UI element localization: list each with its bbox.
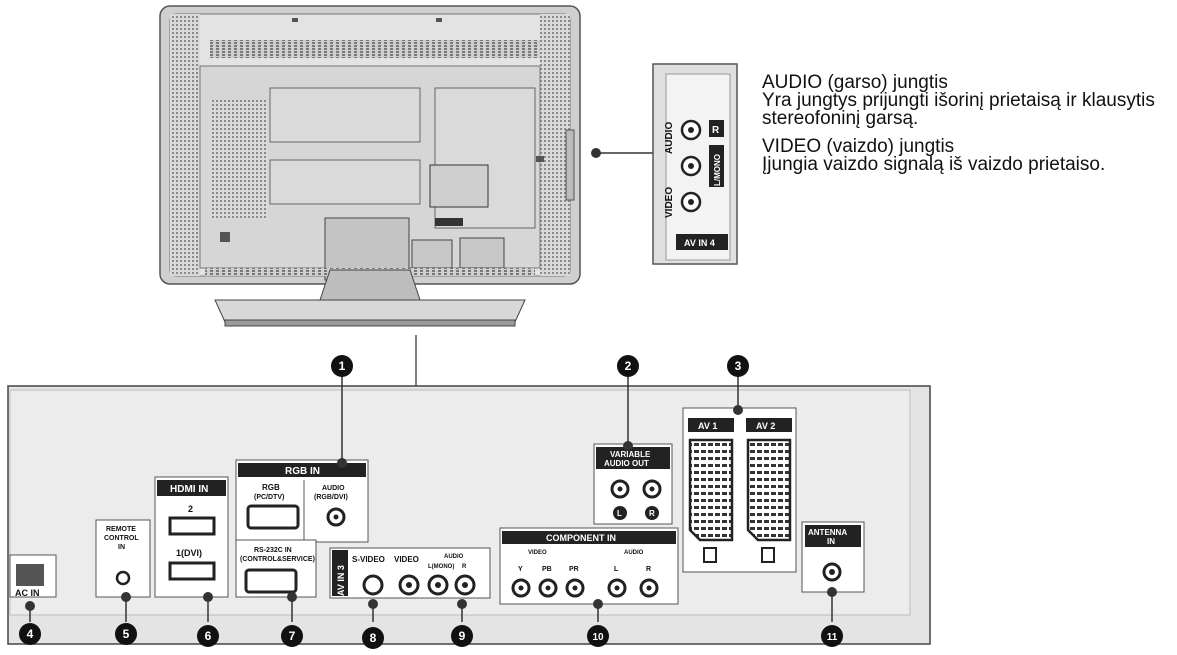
component-video-label: VIDEO [528,550,547,556]
callout-2: 2 [625,359,632,373]
component-l-label: L [614,566,619,573]
av-in3-label: AV IN 3 [336,565,346,596]
rs232-label-1: RS-232C IN [254,547,292,554]
callout-10: 10 [592,632,604,643]
rgb-in-label: RGB IN [285,466,320,477]
rgb-audio-label-2: (RGB/DVI) [314,494,348,501]
callout-11: 11 [827,632,838,643]
component-pb-label: PB [542,566,552,573]
callout-badges [19,355,843,649]
callout-9: 9 [459,629,466,643]
remote-label-3: IN [118,544,125,551]
hdmi-in-label: HDMI IN [170,484,208,495]
av3-lmono-label: L(MONO) [428,564,454,570]
av3-r-label: R [462,564,467,570]
audio-body: Yra jungtys prijungti išorinį prietaisą … [762,90,1155,129]
side-r-label: R [712,125,720,136]
rgb-audio-label-1: AUDIO [322,485,345,492]
rgb-pc-label-1: RGB [262,483,280,492]
component-r-label: R [646,566,651,573]
callout-4: 4 [27,627,34,641]
antenna-label-2: IN [827,537,835,546]
antenna-label-1: ANTENNA [808,528,847,537]
variable-l-label: L [617,509,622,518]
side-audio-label: AUDIO [664,122,675,154]
side-av-panel [652,63,738,265]
s-video-label: S-VIDEO [352,555,385,564]
side-lmono-label: L/MONO [713,154,722,186]
variable-label-2: AUDIO OUT [604,459,649,468]
video-title: VIDEO (vaizdo) jungtis [762,136,955,157]
video-body: Įjungia vaizdo signalą iš vaizdo prietai… [762,154,1106,175]
callout-8: 8 [370,631,377,645]
side-avin4-label: AV IN 4 [684,238,715,248]
av3-video-label: VIDEO [394,555,419,564]
component-audio-label: AUDIO [624,550,644,556]
hdmi-2-label: 2 [188,504,193,514]
rgb-pc-label-2: (PC/DTV) [254,494,284,501]
hdmi-1-label: 1(DVI) [176,548,202,558]
tv-back-illustration [159,5,581,327]
callout-3: 3 [735,359,742,373]
component-in-label: COMPONENT IN [546,533,616,543]
side-video-label: VIDEO [664,187,675,218]
av1-label: AV 1 [698,421,717,431]
variable-r-label: R [649,509,655,518]
av2-label: AV 2 [756,421,775,431]
rs232-label-2: (CONTROL&SERVICE) [240,556,315,563]
descriptions: AUDIO (garso) jungtis Yra jungtys prijun… [762,72,1172,184]
audio-title: AUDIO (garso) jungtis [762,72,948,93]
component-pr-label: PR [569,566,579,573]
callout-6: 6 [205,629,212,643]
ac-in-label: AC IN [15,588,40,598]
rear-panel [7,385,931,645]
av3-audio-label: AUDIO [444,554,464,560]
callout-7: 7 [289,629,296,643]
callout-1: 1 [339,359,346,373]
callout-5: 5 [123,627,130,641]
remote-label-2: CONTROL [104,535,139,542]
variable-label-1: VARIABLE [610,450,651,459]
remote-label-1: REMOTE [106,526,136,533]
component-y-label: Y [518,566,523,573]
